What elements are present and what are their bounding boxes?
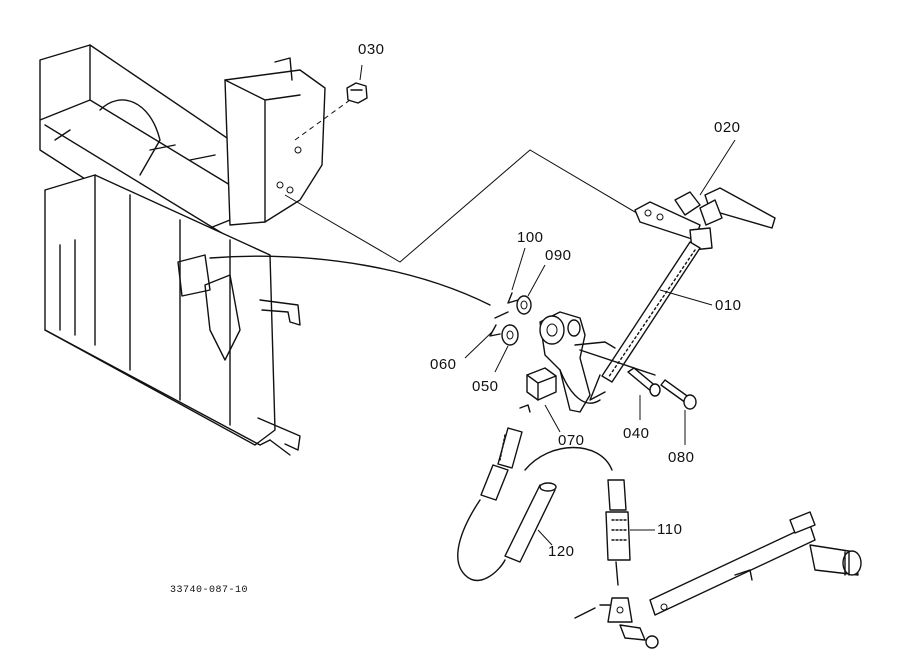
cable-loop bbox=[457, 446, 613, 582]
drawing-number: 33740-087-10 bbox=[170, 585, 249, 596]
label-120: 120 bbox=[548, 543, 575, 560]
lower-lever-arm bbox=[649, 511, 862, 616]
washer-050 bbox=[501, 324, 519, 346]
leader-070 bbox=[544, 404, 561, 433]
cable-from-frame bbox=[209, 255, 491, 306]
label-070: 070 bbox=[558, 432, 585, 449]
bell-crank-bracket bbox=[539, 311, 656, 413]
nut-030 bbox=[346, 82, 368, 104]
pin-040 bbox=[627, 367, 661, 397]
tube-120 bbox=[504, 482, 557, 563]
label-090: 090 bbox=[545, 247, 572, 264]
label-010: 010 bbox=[715, 297, 742, 314]
leader-060 bbox=[464, 331, 493, 359]
leader-090 bbox=[527, 264, 546, 297]
dash-line-030 bbox=[294, 99, 351, 141]
leader-030 bbox=[359, 64, 363, 81]
clip-100 bbox=[507, 292, 519, 304]
block-070 bbox=[526, 367, 557, 401]
leader-100 bbox=[511, 247, 526, 291]
threaded-rod-110 bbox=[605, 479, 631, 586]
leader-020 bbox=[699, 139, 736, 196]
pin-dash bbox=[494, 311, 509, 319]
label-060: 060 bbox=[430, 356, 457, 373]
washer-090 bbox=[516, 295, 532, 315]
frame-assembly bbox=[39, 44, 326, 456]
label-020: 020 bbox=[714, 119, 741, 136]
label-040: 040 bbox=[623, 425, 650, 442]
label-030: 030 bbox=[358, 41, 385, 58]
notched-rod-010 bbox=[589, 241, 701, 401]
label-050: 050 bbox=[472, 378, 499, 395]
bolt-080 bbox=[660, 379, 697, 410]
clip-060 bbox=[489, 324, 501, 337]
label-080: 080 bbox=[668, 449, 695, 466]
cable-end-left bbox=[480, 404, 531, 501]
leader-120 bbox=[537, 529, 553, 546]
handle-lever-020 bbox=[634, 187, 776, 251]
clevis-assembly bbox=[574, 597, 659, 649]
guide-line-frame-to-lever bbox=[284, 149, 641, 263]
label-100: 100 bbox=[517, 229, 544, 246]
leader-010 bbox=[659, 289, 713, 306]
label-110: 110 bbox=[657, 521, 683, 538]
leader-050 bbox=[494, 345, 509, 373]
